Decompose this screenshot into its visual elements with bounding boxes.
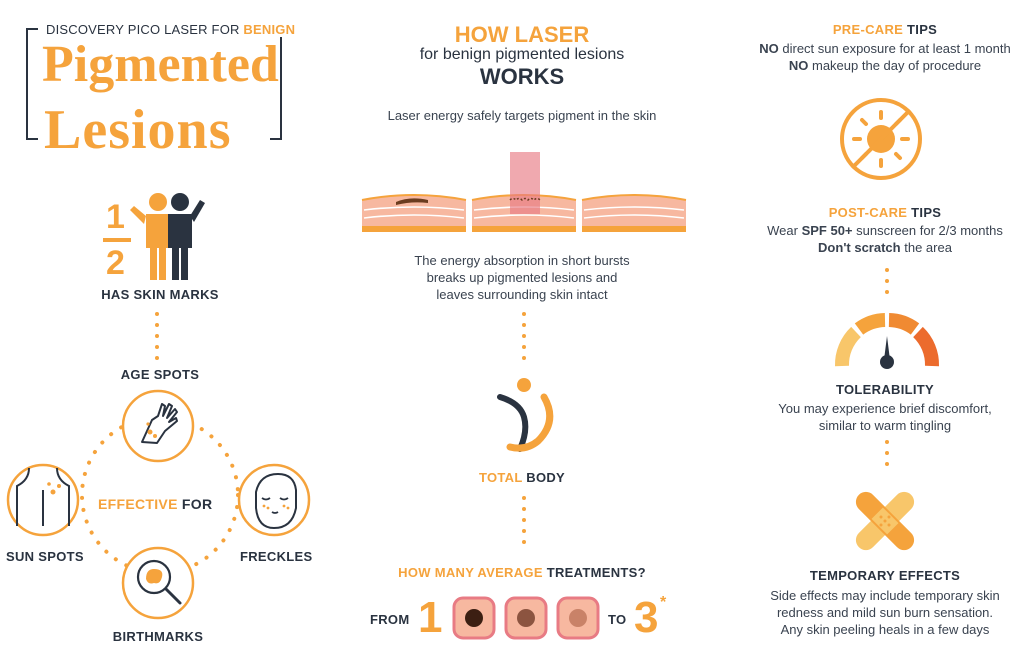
skin-panel-1 (361, 194, 467, 232)
precare-tip-2: NO makeup the day of procedure (788, 58, 982, 73)
asterisk-mark: * (660, 594, 667, 611)
skin-panel-2 (471, 152, 577, 232)
tolerability-line2: similar to warm tingling (818, 418, 952, 433)
title-top-line: DISCOVERY PICO LASER FOR BENIGN (42, 22, 300, 37)
tolerability-title: TOLERABILITY (836, 382, 934, 397)
middle-dotted-connector-2 (522, 496, 526, 551)
precare-tip-1: NO direct sun exposure for at least 1 mo… (759, 41, 1011, 56)
left-dotted-connector (155, 312, 159, 367)
treatments-question: HOW MANY AVERAGE TREATMENTS? (362, 565, 682, 580)
total-body-figure-icon (497, 378, 554, 452)
effective-word: EFFECTIVE (98, 496, 178, 512)
postcare-word: POST-CARE (828, 205, 908, 220)
laser-intro-text: Laser energy safely targets pigment in t… (387, 108, 657, 123)
temporary-effects-text: Side effects may include temporary skin … (740, 587, 1024, 638)
for-word: FOR (181, 496, 213, 512)
freckles-face-icon (237, 463, 311, 537)
treatment-progression-swatches (452, 596, 600, 640)
precare-tips-word: TIPS (907, 22, 938, 37)
tolerability-line1: You may experience brief discomfort, (778, 401, 992, 416)
right-dotted-connector-2 (885, 440, 889, 473)
how-many-word: HOW MANY (398, 565, 474, 580)
age-spots-label: AGE SPOTS (120, 367, 200, 382)
tolerability-text: You may experience brief discomfort, sim… (740, 400, 1024, 434)
postcare-tip-1: Wear SPF 50+ sunscreen for 2/3 months (767, 223, 1003, 238)
middle-dotted-connector-1 (522, 312, 526, 367)
precare-title: PRE-CARE TIPS (740, 22, 1024, 37)
bandage-icon (855, 491, 915, 551)
title-top-accent: BENIGN (243, 22, 296, 37)
title-word-pigmented: Pigmented (42, 36, 279, 93)
energy-desc-line3: leaves surrounding skin intact (436, 287, 608, 302)
temporary-effects-title: TEMPORARY EFFECTS (809, 568, 961, 583)
from-number: 1 (418, 593, 443, 642)
precare-word: PRE-CARE (832, 22, 904, 37)
temporary-line2: redness and mild sun burn sensation. (776, 605, 994, 620)
sun-spots-label: SUN SPOTS (6, 549, 84, 564)
how-laser-heading: HOW LASER (454, 22, 590, 47)
two-people-icon (130, 193, 205, 280)
no-sun-icon (840, 98, 922, 180)
temporary-line1: Side effects may include temporary skin (770, 588, 1000, 603)
energy-desc-line2: breaks up pigmented lesions and (426, 270, 618, 285)
postcare-title: POST-CARE TIPS (740, 205, 1024, 220)
treatments-word: TREATMENTS? (546, 565, 646, 580)
title-word-lesions: Lesions (44, 99, 232, 161)
postcare-tips-list: Wear SPF 50+ sunscreen for 2/3 months Do… (740, 222, 1024, 256)
postcare-tips-word: TIPS (911, 205, 942, 220)
birthmarks-magnifier-icon (121, 546, 195, 620)
precare-tips-list: NO direct sun exposure for at least 1 mo… (740, 40, 1024, 74)
average-word: AVERAGE (477, 565, 543, 580)
from-label: FROM (370, 612, 410, 627)
freckles-label: FRECKLES (240, 549, 313, 564)
total-body-label: TOTAL BODY (432, 470, 612, 485)
to-label: TO (608, 612, 627, 627)
to-number: 3 (634, 593, 659, 642)
effective-for-label: EFFECTIVE FOR (98, 496, 212, 512)
total-word: TOTAL (478, 470, 523, 485)
birthmarks-label: BIRTHMARKS (112, 629, 204, 644)
skin-layers-illustration (361, 152, 687, 232)
works-heading: WORKS (479, 64, 565, 89)
temporary-line3: Any skin peeling heals in a few days (780, 622, 990, 637)
sun-spots-back-icon (6, 463, 80, 537)
postcare-tip-2: Don't scratch the area (818, 240, 952, 255)
fraction-numerator: 1 (106, 198, 125, 236)
how-subheading: for benign pigmented lesions (419, 46, 625, 63)
tolerability-gauge-icon (835, 313, 939, 369)
energy-description: The energy absorption in short bursts br… (352, 252, 692, 303)
title-bracket-left (26, 28, 38, 140)
age-spots-hand-icon (121, 389, 195, 463)
skin-panel-3 (581, 194, 687, 232)
title-top-prefix: DISCOVERY PICO LASER FOR (46, 22, 240, 37)
fraction-denominator: 2 (106, 244, 125, 282)
right-dotted-connector-1 (885, 268, 889, 301)
fraction-bar (103, 238, 131, 242)
energy-desc-line1: The energy absorption in short bursts (414, 253, 630, 268)
has-skin-marks-label: HAS SKIN MARKS (101, 287, 219, 302)
body-word: BODY (526, 470, 566, 485)
